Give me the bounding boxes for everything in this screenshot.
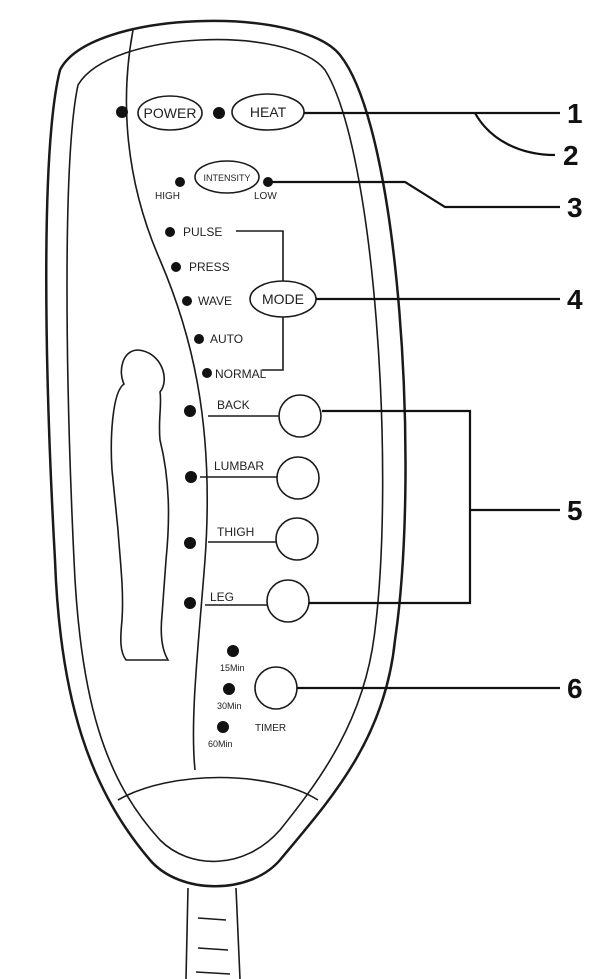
callout-3: 3 <box>567 192 583 223</box>
timer-label-15: 15Min <box>220 663 245 673</box>
power-indicator <box>116 106 128 118</box>
timer-label: TIMER <box>255 723 286 734</box>
heat-label: HEAT <box>250 104 287 120</box>
callout-5: 5 <box>567 495 583 526</box>
callout-1: 1 <box>567 98 583 129</box>
mode-label-normal: NORMAL <box>215 367 267 381</box>
timer-button[interactable] <box>254 666 298 710</box>
callout-2: 2 <box>563 140 579 171</box>
zone-button-leg[interactable] <box>266 579 310 623</box>
mode-indicator-normal <box>202 368 212 378</box>
intensity-button[interactable] <box>194 160 260 194</box>
callout-6: 6 <box>567 673 583 704</box>
mode-label-press: PRESS <box>189 260 230 274</box>
intensity-low-label: LOW <box>254 191 277 202</box>
timer-label-60: 60Min <box>208 739 233 749</box>
mode-indicator-wave <box>182 296 192 306</box>
zone-indicator-back <box>184 405 196 417</box>
grip-section <box>117 776 319 801</box>
zone-button-lumbar[interactable] <box>276 456 320 500</box>
timer-label-30: 30Min <box>217 701 242 711</box>
heat-indicator <box>213 107 225 119</box>
zone-indicator-thigh <box>184 537 196 549</box>
mode-indicator-press <box>171 262 181 272</box>
body-silhouette-icon <box>110 349 170 661</box>
remote-divider-curve <box>125 29 209 771</box>
leader-3 <box>270 180 560 209</box>
mode-indicator-auto <box>194 334 204 344</box>
callout-4: 4 <box>567 284 583 315</box>
zone-label-leg: LEG <box>210 590 234 604</box>
mode-label: MODE <box>262 291 304 307</box>
timer-indicator-15 <box>227 645 239 657</box>
zone-indicator-lumbar <box>185 471 197 483</box>
cable-marks <box>195 917 231 975</box>
power-label: POWER <box>144 105 197 121</box>
cable <box>185 887 241 979</box>
intensity-low-indicator <box>263 177 273 187</box>
zone-label-thigh: THIGH <box>217 525 254 539</box>
intensity-high-label: HIGH <box>155 191 180 202</box>
mode-bracket <box>236 230 284 371</box>
leader-5-bracket <box>309 409 472 605</box>
mode-label-pulse: PULSE <box>183 225 222 239</box>
leader-2 <box>474 112 556 157</box>
intensity-label: INTENSITY <box>203 173 250 183</box>
zone-button-thigh[interactable] <box>275 517 319 561</box>
zone-button-back[interactable] <box>278 394 322 438</box>
remote-inner-outline <box>66 38 384 863</box>
mode-label-auto: AUTO <box>210 332 243 346</box>
mode-label-wave: WAVE <box>198 294 232 308</box>
mode-indicator-pulse <box>165 227 175 237</box>
power-button[interactable] <box>137 95 203 131</box>
timer-indicator-60 <box>217 721 229 733</box>
zone-indicator-leg <box>184 597 196 609</box>
intensity-high-indicator <box>175 177 185 187</box>
remote-outer-outline <box>45 19 407 888</box>
timer-indicator-30 <box>223 683 235 695</box>
zone-label-back: BACK <box>217 398 250 412</box>
zone-label-lumbar: LUMBAR <box>214 459 264 473</box>
